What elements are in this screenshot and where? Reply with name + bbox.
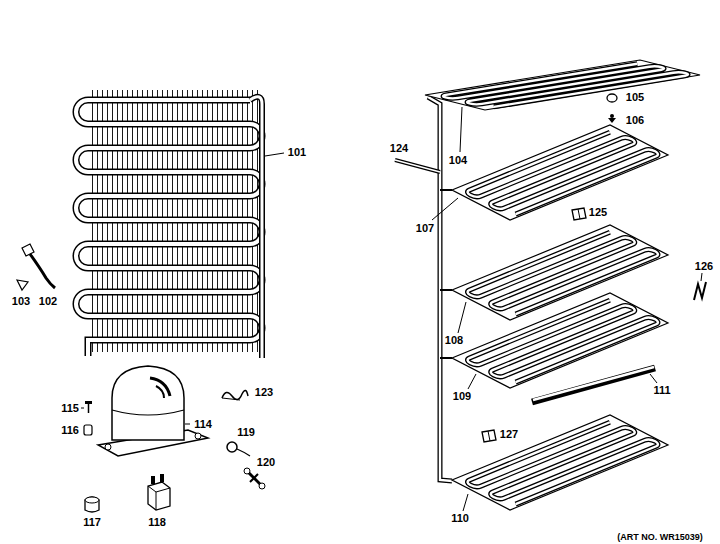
callout-number: 114: [193, 419, 213, 430]
condenser-coil: [76, 90, 284, 358]
callout-number: 103: [11, 296, 31, 307]
callout-number: 116: [60, 425, 80, 436]
callout-number: 115: [60, 403, 80, 414]
compressor: [81, 366, 265, 512]
callout-number: 106: [625, 115, 645, 126]
callout-number: 111: [652, 385, 671, 396]
callout-number: 101: [287, 147, 307, 158]
callout-number: 125: [588, 207, 608, 218]
callout-number: 109: [452, 391, 472, 402]
callout-number: 126: [694, 261, 714, 272]
callout-number: 119: [236, 427, 256, 438]
art-number: (ART NO. WR15039): [616, 533, 704, 542]
callout-number: 108: [444, 335, 464, 346]
callout-number: 123: [254, 387, 274, 398]
callout-number: 104: [448, 155, 468, 166]
callout-number: 102: [38, 296, 58, 307]
power-cord: [17, 244, 55, 290]
callout-number: 120: [256, 457, 276, 468]
callout-number: 118: [147, 517, 167, 528]
callout-number: 107: [415, 223, 435, 234]
callout-number: 127: [499, 429, 519, 440]
callout-number: 105: [625, 92, 645, 103]
callout-number: 117: [82, 517, 102, 528]
callout-number: 110: [450, 513, 470, 524]
callout-number: 124: [389, 143, 409, 154]
evaporator-shelves: [395, 60, 706, 511]
